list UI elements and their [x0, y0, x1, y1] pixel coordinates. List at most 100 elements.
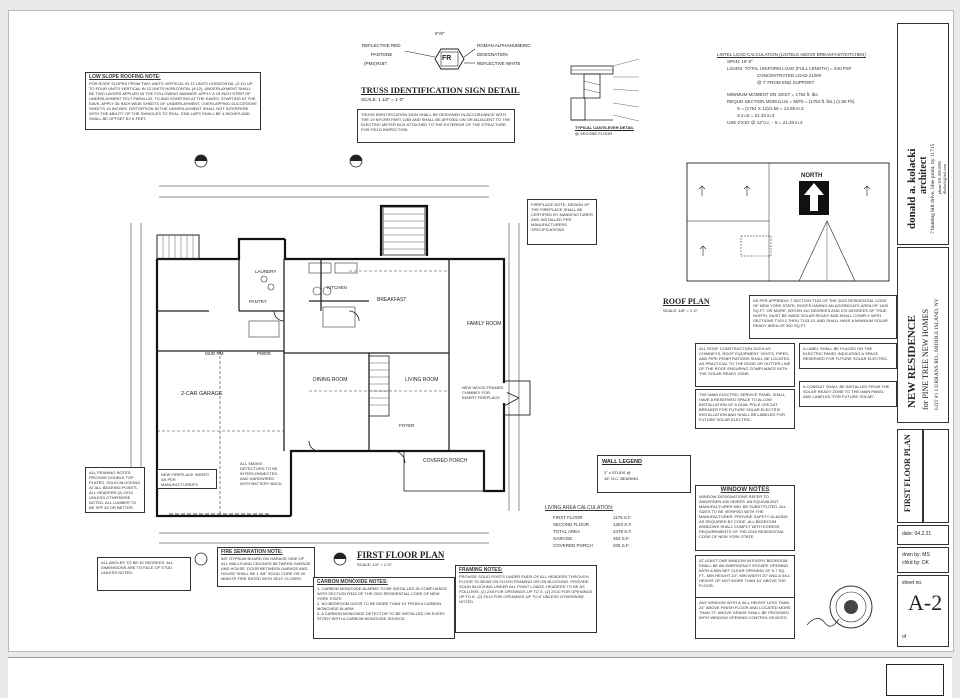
sheet-number: A-2 [908, 590, 943, 615]
room-garage: 2-CAR GARAGE [181, 391, 223, 397]
right-note-2: A LABEL SHALL BE PLACED ON THE ELECTRIC … [799, 343, 897, 369]
fire-separation-note: FIRE SEPARATION NOTE: 5/8" GYPSUM BOARD … [217, 547, 315, 587]
truss-right-label-3: REFLECTIVE WHITE [477, 61, 521, 66]
right-note-4-text: A CONDUIT SHALL BE INSTALLED FROM THE SO… [803, 384, 890, 399]
lintel-line-8: S in.st = 21.33 in.3 [737, 113, 775, 118]
living-area-value: 462 S.F. [613, 536, 630, 541]
right-note-3: THE MAIN ELECTRIC SERVICE PANEL SHALL HA… [695, 389, 795, 429]
egress-note-2-text: ANY WINDOW WITH A SILL HEIGHT LESS THAN … [699, 600, 791, 620]
co-note-2: 2. NO BEDROOM DOOR TO BE MORE THAN 10' F… [317, 601, 442, 611]
truss-sign-text: FR [442, 55, 452, 62]
framing-note-left: ALL FRAMING NOTES: PROVIDE DOUBLE TOP PL… [85, 467, 145, 513]
truss-dim-top: 6"/8" [435, 31, 445, 36]
wall-legend-title: WALL LEGEND [602, 459, 642, 465]
lintel-title: LINTEL LOAD CALCULATION (LINTELS ABOVE B… [717, 52, 866, 57]
living-area-label: TOTAL AREA [553, 529, 581, 534]
right-note-2-text: A LABEL SHALL BE PLACED ON THE ELECTRIC … [803, 346, 889, 361]
co-note-3: 3. A CARBON MONOXIDE DETECTOR TO BE INST… [317, 611, 446, 621]
wall-legend-item-2: 16" O.C. BEARING [604, 476, 639, 481]
living-area-title: LIVING AREA CALCULATION: [545, 505, 614, 511]
living-area-value: 1175 S.F. [613, 515, 632, 520]
fireplace-note-text: FIREPLACE NOTE: DESIGN OF THE FIREPLACE … [531, 202, 593, 232]
egress-note-2: ANY WINDOW WITH A SILL HEIGHT LESS THAN … [695, 597, 795, 639]
checked-by: chkd by: DK [902, 560, 929, 566]
truss-sign-note: TRUSS IDENTIFICATION SIGN SHALL BE DESIG… [357, 109, 515, 143]
fire-separation-text: 5/8" GYPSUM BOARD ON GARAGE SIDE OF ALL … [221, 556, 311, 581]
fireplace-insert-note-text: NEW FIREPLACE INSERT AS PER MANUFACTURER… [161, 472, 210, 488]
roof-plan-title: ROOF PLAN [663, 297, 710, 306]
architect-block: donald a. kolacki architect 7 hunting hi… [897, 23, 949, 245]
room-covered-porch: COVERED PORCH [423, 458, 468, 464]
wood-chimney-note-text: NEW WOOD FRAMED CHIMNEY FOR INSERT FIREP… [462, 385, 504, 400]
roof-plan-drawing [686, 162, 890, 282]
room-family: FAMILY ROOM [467, 321, 502, 327]
roofing-note-body: FOR ROOF SLOPES FROM TWO UNITS VERTICAL … [89, 81, 257, 121]
room-kitchen: KITCHEN [327, 285, 347, 290]
living-area-value: 2479 S.F. [613, 529, 633, 534]
solar-ready-roof-note: AS PER APPENDIX T SECTION T103 OF THE 20… [749, 295, 897, 339]
smoke-detector-note-text: ALL SMOKE DETECTORS TO BE INTERCONNECTED… [240, 461, 283, 487]
truss-left-label-2: PANTONE [371, 52, 393, 57]
right-note-1: ALL ROOF CONSTRUCTION SUCH AS CHIMNEYS, … [695, 343, 795, 387]
fireplace-note: FIREPLACE NOTE: DESIGN OF THE FIREPLACE … [527, 199, 597, 245]
lintel-line-5: MINIMUM MOMENT ON JOIST = 1754 ft. lbs. [727, 92, 819, 97]
framing-notes: FRAMING NOTES: PROVIDE SOLID POSTS UNDER… [455, 565, 597, 633]
truss-sign-note-text: TRUSS IDENTIFICATION SIGN SHALL BE DESIG… [361, 112, 511, 132]
cantilever-title: TYPICAL CANTILEVER DETAIL [575, 125, 634, 130]
cantilever-subtitle: @ SECOND FLOOR [575, 131, 613, 136]
living-area-label: COVERED PORCH [553, 543, 593, 548]
professional-seal [806, 585, 873, 629]
truss-detail-scale: SCALE: 1 1/2" = 1'-0" [361, 97, 404, 102]
sheet-date: date: 04.2.21 [902, 531, 932, 537]
egress-note-1-text: AT LEAST ONE WINDOW IN EVERY BEDROOM SHA… [699, 558, 790, 588]
next-sheet-title-block [886, 664, 944, 696]
co-note-1: 1. CARBON MONOXIDE ALARMS TO BE INSTALLE… [317, 586, 448, 601]
living-area-label: SECOND FLOOR [553, 522, 590, 527]
framing-title: FRAMING NOTES: [459, 567, 503, 573]
living-area-row: TOTAL AREA 2479 S.F. [553, 528, 685, 535]
sheet-title-block: FIRST FLOOR PLAN [897, 429, 923, 523]
sheet-no-label: sheet no. [902, 580, 923, 586]
first-floor-plan-drawing [130, 154, 678, 566]
carbon-monoxide-notes: CARBON MONOXIDE NOTES: 1. CARBON MONOXID… [313, 577, 455, 639]
room-foyer: FOYER [399, 423, 415, 428]
drawn-by: drwn by: MS [902, 552, 930, 558]
lintel-line-6: REQUD SECTION MODULUS = M/Fb = (1754 ft.… [727, 99, 855, 104]
wood-chimney-note: NEW WOOD FRAMED CHIMNEY FOR INSERT FIREP… [459, 383, 507, 403]
window-notes: WINDOW NOTES WINDOW DESIGNATIONS REFER T… [695, 485, 795, 551]
low-slope-roofing-note: LOW SLOPE ROOFING NOTE: FOR ROOF SLOPES … [85, 72, 261, 130]
drawing-sheet: REFLECTIVE RED PANTONE (PMS)#187 ROMAN A… [8, 10, 954, 652]
framing-text: PROVIDE SOLID POSTS UNDER ENDS OF ALL HE… [459, 574, 593, 604]
truss-detail-title: TRUSS IDENTIFICATION SIGN DETAIL [361, 85, 520, 95]
solar-ready-roof-note-text: AS PER APPENDIX T SECTION T103 OF THE 20… [753, 298, 888, 328]
roof-plan-scale: SCALE: 1/8" = 1'-0" [663, 308, 698, 313]
room-pantry: PANTRY [249, 299, 267, 304]
angles-note: ALL ANGLES TO BE 45 DEGREES. ALL DIMENSI… [97, 557, 191, 591]
window-notes-title: WINDOW NOTES [720, 487, 770, 493]
fire-separation-title: FIRE SEPARATION NOTE: [221, 549, 283, 555]
lintel-line-1: SPAN: 15'-0" [727, 59, 753, 64]
egress-note-1: AT LEAST ONE WINDOW IN EVERY BEDROOM SHA… [695, 555, 795, 599]
room-laundry: LAUNDRY [255, 269, 277, 274]
truss-left-label-3: (PMS)#187 [364, 61, 387, 66]
room-mud: MUD RM [205, 351, 224, 356]
smoke-detector-note: ALL SMOKE DETECTORS TO BE INTERCONNECTED… [237, 459, 287, 487]
framing-note-left-text: ALL FRAMING NOTES: PROVIDE DOUBLE TOP PL… [89, 470, 141, 510]
right-note-3-text: THE MAIN ELECTRIC SERVICE PANEL SHALL HA… [699, 392, 786, 422]
truss-sign-graphic [404, 48, 476, 70]
lintel-line-3: CONCENTRATED LOAD 2100# [757, 73, 822, 78]
north-arrow-label: NORTH [801, 173, 823, 179]
lintel-line-2: LOADS: TOTAL UNIFORM LOAD (FULL LENGTH) … [727, 66, 852, 71]
project-block: NEW RESIDENCE for PINE TREE NEW HOMES LO… [897, 247, 949, 423]
window-notes-body: WINDOW DESIGNATIONS REFER TO ANDERSEN 40… [699, 494, 788, 539]
cantilever-detail-graphic [570, 58, 640, 122]
sheet-title-block-blank [923, 429, 949, 523]
truss-right-label-2: DESIGNATION [477, 52, 508, 57]
lintel-line-9: USE 2'X10' @ 12"o.c. - S = 21.33 in.3 [727, 120, 803, 125]
sheet-of: of [902, 634, 907, 640]
